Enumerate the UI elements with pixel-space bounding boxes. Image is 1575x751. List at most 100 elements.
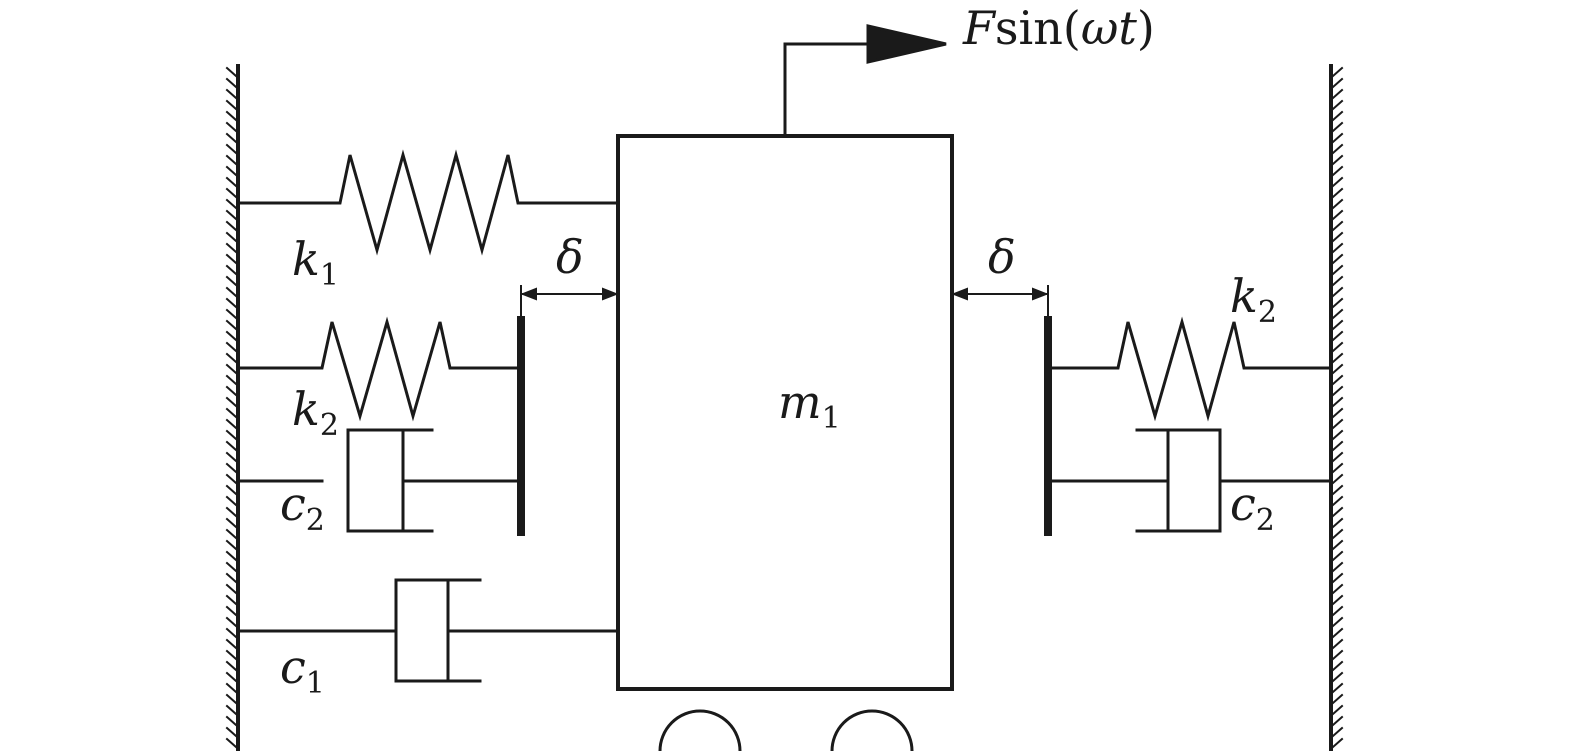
left-wall-hatch-mark: [225, 154, 238, 166]
right-wall-hatch-mark: [1331, 495, 1344, 507]
right-wall-hatch-mark: [1331, 165, 1344, 177]
label-force: Fsin(ωt): [962, 1, 1155, 55]
left-wall-hatch-mark: [225, 627, 238, 639]
left-wall-hatch-mark: [225, 231, 238, 243]
right-wall-hatch-mark: [1331, 132, 1344, 144]
right-wall-hatch-mark: [1331, 176, 1344, 188]
right-wall-hatch-mark: [1331, 77, 1344, 89]
left-wall-hatch-mark: [225, 264, 238, 276]
right-wall-hatch-mark: [1331, 374, 1344, 386]
right-wall-hatch-mark: [1331, 99, 1344, 111]
left-wall-hatch-mark: [225, 99, 238, 111]
right-wall-hatch-mark: [1331, 341, 1344, 353]
gap-dimension-right: [951, 285, 1049, 323]
left-wall-hatch-mark: [225, 220, 238, 232]
left-wall-hatch-mark: [225, 616, 238, 628]
left-wall-hatch-mark: [225, 715, 238, 727]
label-m1: m1: [778, 375, 841, 436]
left-wall-hatch-mark: [225, 484, 238, 496]
left-wall-hatch-mark: [225, 693, 238, 705]
right-wall-hatch-mark: [1331, 88, 1344, 100]
right-wall-hatch-mark: [1331, 242, 1344, 254]
roller-left: [658, 709, 742, 751]
left-wall-hatch-mark: [225, 583, 238, 595]
right-wall-hatch-mark: [1331, 66, 1344, 78]
label-delta-left: δ: [556, 230, 584, 284]
right-wall-hatch-mark: [1331, 517, 1344, 529]
right-wall-hatch-mark: [1331, 616, 1344, 628]
label-k2-left: k2: [292, 382, 339, 443]
left-wall-hatch-mark: [225, 473, 238, 485]
force-arrow: [783, 24, 947, 138]
left-wall-hatch-mark: [225, 308, 238, 320]
damper-c2-left: [236, 428, 522, 533]
roller-right: [830, 709, 914, 751]
left-wall-hatch-mark: [225, 253, 238, 265]
right-wall-hatch-mark: [1331, 407, 1344, 419]
spring-k1: [236, 149, 620, 256]
label-c2-right: c2: [1230, 477, 1275, 538]
left-wall-hatch-mark: [225, 682, 238, 694]
left-wall-hatch-mark: [225, 638, 238, 650]
spring-k2-right: [1048, 316, 1333, 422]
right-wall-hatch-mark: [1331, 539, 1344, 551]
right-wall-hatch-mark: [1331, 605, 1344, 617]
right-wall-hatch-mark: [1331, 704, 1344, 716]
left-wall-hatch-mark: [225, 66, 238, 78]
right-wall-hatch-mark: [1331, 693, 1344, 705]
right-wall-hatch-mark: [1331, 627, 1344, 639]
right-wall-hatch-mark: [1331, 319, 1344, 331]
left-wall-hatch-mark: [225, 726, 238, 738]
right-wall-hatch-mark: [1331, 594, 1344, 606]
left-wall-hatch-mark: [225, 671, 238, 683]
right-wall-hatch-mark: [1331, 440, 1344, 452]
left-wall-hatch-mark: [225, 352, 238, 364]
right-wall-hatch-mark: [1331, 198, 1344, 210]
label-k1: k1: [292, 232, 339, 293]
right-wall-hatch-mark: [1331, 220, 1344, 232]
label-c2-left: c2: [280, 477, 325, 538]
left-wall-hatch-mark: [225, 550, 238, 562]
left-wall-hatch-mark: [225, 242, 238, 254]
left-wall-hatch-mark: [225, 176, 238, 188]
damper-c2-right: [1048, 428, 1333, 533]
right-wall-hatch-mark: [1331, 385, 1344, 397]
left-wall-hatch-mark: [225, 385, 238, 397]
left-wall-hatch-mark: [225, 594, 238, 606]
left-wall-hatch-mark: [225, 704, 238, 716]
left-wall-hatch-mark: [225, 165, 238, 177]
right-wall-hatch-mark: [1331, 121, 1344, 133]
left-wall-hatch-mark: [225, 330, 238, 342]
right-wall-hatch-mark: [1331, 649, 1344, 661]
right-wall-hatch-mark: [1331, 671, 1344, 683]
left-wall-hatch-mark: [225, 209, 238, 221]
left-wall-hatch-mark: [225, 341, 238, 353]
left-wall-hatch-mark: [225, 407, 238, 419]
left-wall-hatch-mark: [225, 297, 238, 309]
left-wall-hatch-mark: [225, 506, 238, 518]
left-wall-hatch-mark: [225, 517, 238, 529]
right-wall-hatch-mark: [1331, 209, 1344, 221]
left-wall-hatch-mark: [225, 737, 238, 749]
left-wall-hatch-mark: [225, 572, 238, 584]
right-wall-hatch-mark: [1331, 583, 1344, 595]
left-wall-hatch-mark: [225, 132, 238, 144]
right-wall-hatch-mark: [1331, 451, 1344, 463]
right-wall-hatch-mark: [1331, 462, 1344, 474]
left-wall-hatch-mark: [225, 440, 238, 452]
left-wall-hatch-mark: [225, 660, 238, 672]
left-wall-hatch-mark: [225, 429, 238, 441]
left-wall-hatch-mark: [225, 88, 238, 100]
right-wall-hatch-mark: [1331, 715, 1344, 727]
left-wall-hatch-mark: [225, 528, 238, 540]
right-wall-hatch-mark: [1331, 638, 1344, 650]
right-wall-hatch-mark: [1331, 264, 1344, 276]
label-k2-right: k2: [1230, 269, 1277, 330]
right-wall-hatch-mark: [1331, 154, 1344, 166]
damper-c1: [236, 578, 620, 683]
left-wall-hatch-mark: [225, 77, 238, 89]
left-wall-hatching: [225, 66, 238, 749]
spring-k2-left: [236, 316, 522, 422]
gap-dimension-left: [520, 285, 619, 323]
rollers: [658, 709, 914, 751]
